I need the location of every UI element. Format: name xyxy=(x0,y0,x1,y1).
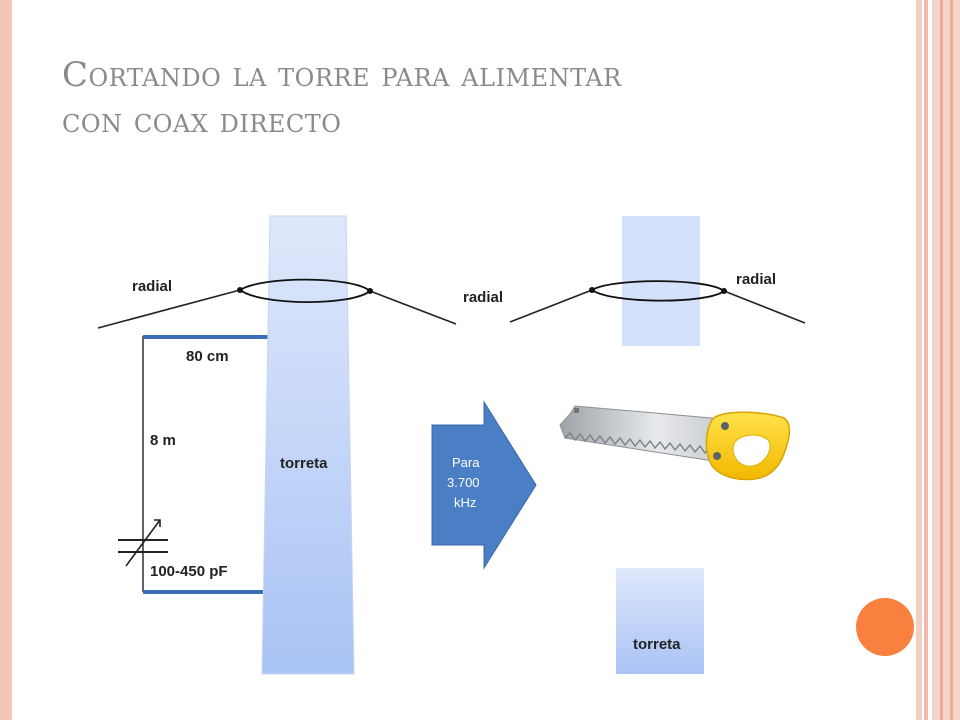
radial-connection-dot xyxy=(721,288,727,294)
right-accent-bar-3 xyxy=(932,0,960,720)
radial-connection-dot xyxy=(589,287,595,293)
label-radial-right-right: radial xyxy=(736,271,776,288)
label-gap: 80 cm xyxy=(186,348,229,365)
slide-title: Cortando la torre para alimentar con coa… xyxy=(62,52,822,144)
title-line-1: Cortando la torre para alimentar xyxy=(62,55,622,95)
radial-connection-dot xyxy=(367,288,373,294)
left-accent-bar xyxy=(0,0,12,720)
arrow-shape xyxy=(431,400,537,570)
arrow-text-line-2: 3.700 xyxy=(447,475,480,490)
tower-left xyxy=(261,215,355,675)
radial-wire-right-side-right xyxy=(723,290,806,324)
radial-wire-right-side-left xyxy=(509,289,593,323)
right-accent-bar-1 xyxy=(916,0,922,720)
radial-wire-right xyxy=(369,290,457,325)
right-accent-bar-2 xyxy=(924,0,928,720)
label-height: 8 m xyxy=(150,432,176,449)
label-capacitor: 100-450 pF xyxy=(150,563,228,580)
label-tower-right: torreta xyxy=(633,636,681,653)
decorative-circle xyxy=(856,598,914,656)
radial-wire-left xyxy=(97,289,241,329)
tower-bottom-section xyxy=(616,568,704,674)
arrow-text-line-1: Para xyxy=(452,455,480,470)
label-tower: torreta xyxy=(280,455,328,472)
right-accent-bar-5 xyxy=(950,0,953,720)
label-radial-right-left: radial xyxy=(463,289,503,306)
title-line-2: con coax directo xyxy=(62,101,342,141)
variable-capacitor-icon xyxy=(118,519,168,567)
radial-connection-dot xyxy=(237,287,243,293)
label-radial: radial xyxy=(132,278,172,295)
saw-icon xyxy=(559,405,791,481)
arrow-text-line-3: kHz xyxy=(454,495,476,510)
right-accent-bar-4 xyxy=(940,0,943,720)
